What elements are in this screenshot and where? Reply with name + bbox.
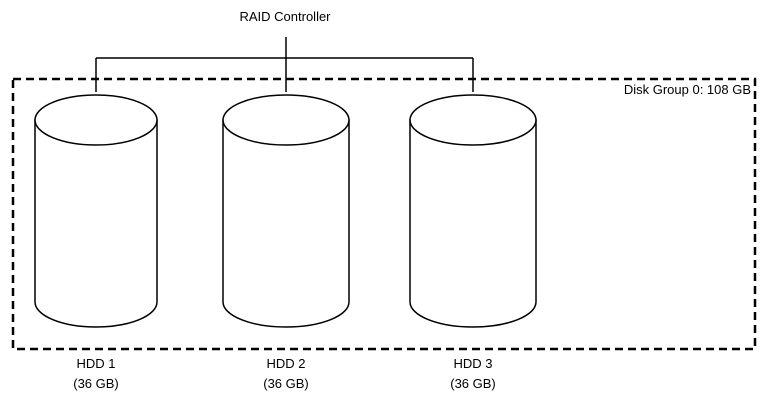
hdd-3-cylinder (409, 94, 537, 328)
controller-label: RAID Controller (239, 9, 331, 24)
disk-group-border (11, 77, 757, 351)
hdd-1-cylinder (34, 94, 158, 328)
hdd-3-name: HDD 3 (453, 356, 492, 371)
hdd-3-capacity: (36 GB) (450, 376, 496, 391)
controller-connector (95, 37, 474, 92)
hdd-2-name: HDD 2 (266, 356, 305, 371)
disk-group-label: Disk Group 0: 108 GB (624, 82, 751, 97)
hdd-1-capacity: (36 GB) (73, 376, 119, 391)
hdd-1-name: HDD 1 (76, 356, 115, 371)
hdd-2-capacity: (36 GB) (263, 376, 309, 391)
hdd-2-cylinder (222, 94, 350, 328)
